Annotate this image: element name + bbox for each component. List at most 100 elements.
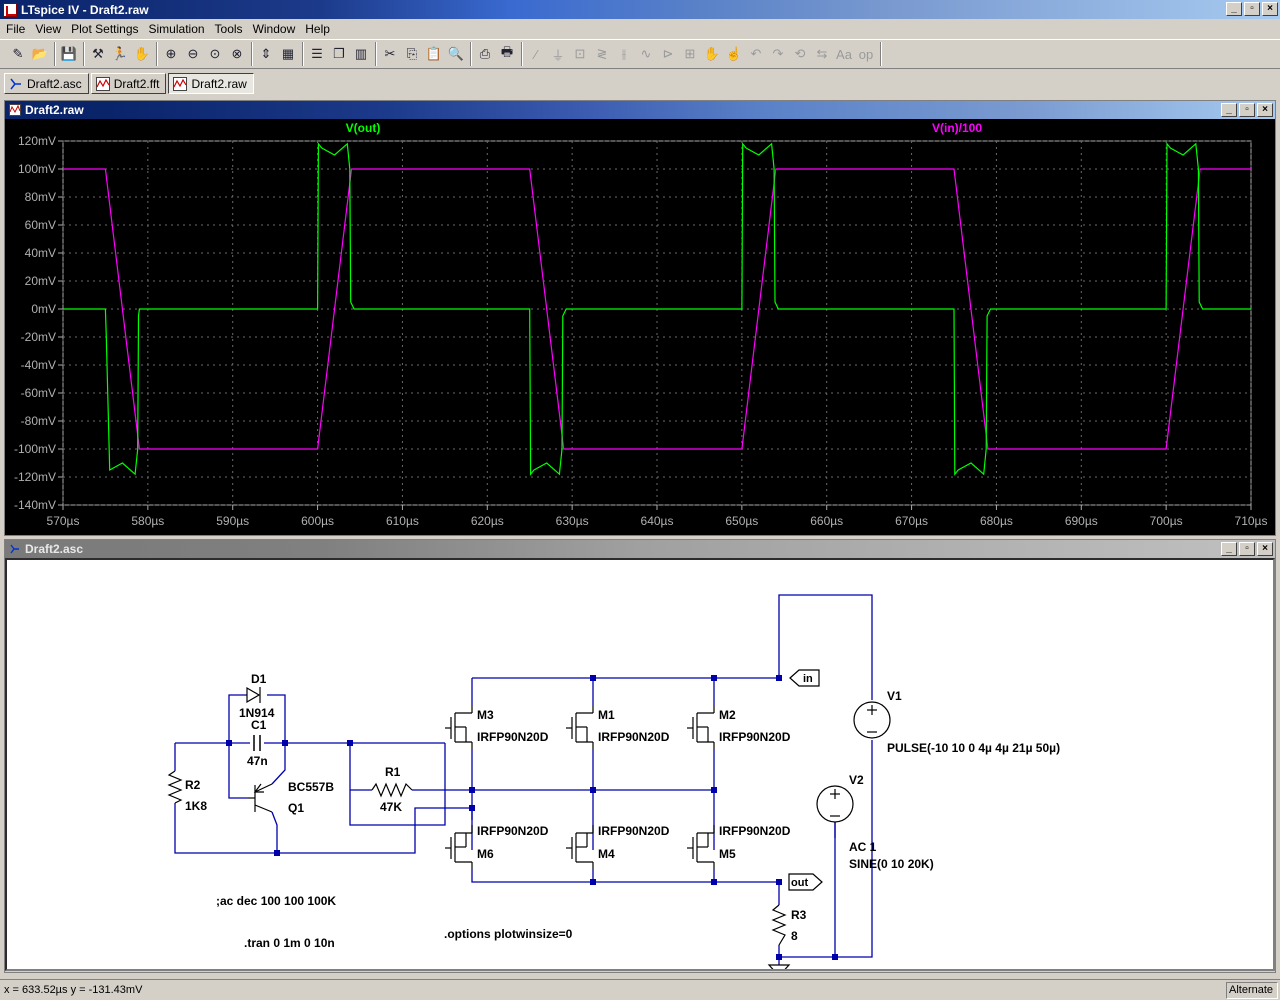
schematic-close-button[interactable]: × — [1257, 542, 1273, 556]
rotate-icon[interactable]: ⟲ — [794, 46, 806, 61]
cascade-icon[interactable]: ❐ — [333, 46, 345, 61]
paste-icon[interactable]: 📋 — [425, 46, 443, 61]
x-tick-label: 600µs — [301, 514, 334, 528]
ac-directive[interactable]: ;ac dec 100 100 100K — [216, 894, 336, 908]
transistor-q1-symbol[interactable] — [248, 783, 273, 813]
zoom-cancel-icon[interactable]: ⊗ — [231, 46, 243, 61]
app-window-controls: _ ▫ × — [1226, 2, 1278, 16]
wire-junctions — [226, 675, 838, 960]
schematic-minimize-button[interactable]: _ — [1221, 542, 1237, 556]
tab-draft2-fft[interactable]: Draft2.fft — [90, 73, 167, 94]
plot-window-title-bar[interactable]: Draft2.raw _ ▫ × — [5, 101, 1275, 119]
tile-vertical-icon[interactable]: ▥ — [354, 46, 368, 61]
restore-button[interactable]: ▫ — [1244, 2, 1260, 16]
schematic-canvas[interactable]: in out D1 1N914 C1 47n R2 1K8 BC557B Q1 … — [5, 558, 1275, 977]
zoom-out-icon[interactable]: ⊖ — [187, 46, 199, 61]
print-setup-icon[interactable]: ⎙ — [479, 46, 491, 61]
text-icon[interactable]: Aa — [836, 46, 852, 62]
mosfet-m2-symbol[interactable] — [687, 705, 715, 750]
tile-horizontal-icon[interactable]: ☰ — [311, 46, 323, 61]
new-schematic-icon[interactable]: ✎ — [12, 46, 24, 61]
run-icon[interactable]: 🏃 — [111, 46, 129, 61]
voltage-source-v1-symbol[interactable] — [853, 701, 891, 739]
zoom-in-icon[interactable]: ⊕ — [165, 46, 177, 61]
mosfet-m6-symbol[interactable] — [445, 825, 473, 870]
plot-maximize-button[interactable]: ▫ — [1239, 103, 1255, 117]
menu-tools[interactable]: Tools — [214, 21, 243, 36]
menu-file[interactable]: File — [6, 21, 26, 36]
copy-icon[interactable]: ⎘ — [406, 46, 418, 61]
mosfet-m1-symbol[interactable] — [566, 705, 594, 750]
print-icon[interactable]: 🖶 — [500, 44, 514, 59]
m2-ref: M2 — [719, 708, 736, 722]
menu-plot-settings[interactable]: Plot Settings — [71, 21, 139, 36]
net-label-out[interactable]: out — [788, 873, 823, 891]
capacitor-icon[interactable]: ⫲ — [621, 46, 627, 61]
tran-directive[interactable]: .tran 0 1m 0 10n — [244, 936, 335, 950]
schematic-window: Draft2.asc _ ▫ × — [4, 539, 1276, 977]
zoom-fit-icon[interactable]: ⊙ — [209, 46, 221, 61]
y-tick-label: -80mV — [21, 414, 56, 428]
menu-window[interactable]: Window — [252, 21, 296, 36]
ground-symbol[interactable] — [767, 964, 791, 977]
y-tick-label: 40mV — [25, 246, 56, 260]
m6-value: IRFP90N20D — [477, 824, 549, 838]
inductor-icon[interactable]: ∿ — [640, 46, 652, 61]
cut-icon[interactable]: ✂ — [384, 46, 396, 61]
mosfet-m3-symbol[interactable] — [445, 705, 473, 750]
mirror-icon[interactable]: ⇆ — [816, 46, 828, 61]
cursor-coordinates: x = 633.52µs y = -131.43mV — [4, 984, 143, 996]
options-directive[interactable]: .options plotwinsize=0 — [444, 927, 573, 941]
save-icon[interactable]: 💾 — [60, 46, 78, 61]
r1-value: 47K — [380, 800, 402, 814]
menu-view[interactable]: View — [35, 21, 62, 36]
schematic-maximize-button[interactable]: ▫ — [1239, 542, 1255, 556]
tab-draft2-asc[interactable]: Draft2.asc — [4, 73, 89, 94]
close-button[interactable]: × — [1262, 2, 1278, 16]
m2-value: IRFP90N20D — [719, 730, 791, 744]
label-icon[interactable]: ⊡ — [574, 46, 586, 61]
mosfet-m5-symbol[interactable] — [687, 825, 715, 870]
move-icon[interactable]: ✋ — [703, 46, 721, 61]
resistor-icon[interactable]: ≷ — [596, 46, 608, 61]
schematic-window-title-bar[interactable]: Draft2.asc _ ▫ × — [5, 540, 1275, 558]
x-tick-label: 630µs — [556, 514, 589, 528]
plot-close-button[interactable]: × — [1257, 103, 1273, 117]
component-icon[interactable]: ⊞ — [684, 46, 696, 61]
tab-draft2-raw[interactable]: Draft2.raw — [168, 73, 254, 94]
toolbar-group: ⇕▦ — [252, 42, 303, 66]
waveform-chart[interactable]: 120mV100mV80mV60mV40mV20mV0mV-20mV-40mV-… — [5, 119, 1275, 535]
autorange-icon[interactable]: ⇕ — [260, 46, 272, 61]
pan-hand-icon[interactable]: ✋ — [133, 46, 151, 61]
r2-ref: R2 — [185, 778, 201, 792]
plot-minimize-button[interactable]: _ — [1221, 103, 1237, 117]
y-tick-label: 60mV — [25, 218, 56, 232]
resistor-r3-symbol[interactable] — [771, 904, 787, 946]
redo-icon[interactable]: ↷ — [772, 46, 784, 61]
hammer-icon[interactable]: ⚒ — [92, 46, 104, 61]
voltage-source-v2-symbol[interactable] — [816, 785, 854, 823]
spice-directive-icon[interactable]: op — [858, 46, 874, 62]
wire-icon[interactable]: ∕ — [534, 46, 538, 62]
diode-icon[interactable]: ⊳ — [662, 46, 674, 61]
menu-help[interactable]: Help — [305, 21, 330, 36]
v2-value2: SINE(0 10 20K) — [849, 857, 934, 871]
ground-icon[interactable]: ⏚ — [551, 47, 565, 63]
open-folder-icon[interactable]: 📂 — [31, 46, 49, 61]
net-label-in[interactable]: in — [789, 669, 820, 687]
undo-icon[interactable]: ↶ — [750, 46, 762, 61]
mosfet-m4-symbol[interactable] — [566, 825, 594, 870]
drag-icon[interactable]: ☝ — [725, 46, 743, 61]
find-icon[interactable]: 🔍 — [447, 46, 465, 61]
grid-icon[interactable]: ▦ — [281, 46, 295, 61]
diode-d1-symbol[interactable] — [246, 686, 261, 704]
x-tick-label: 610µs — [386, 514, 419, 528]
resistor-r2-symbol[interactable] — [167, 770, 183, 804]
menu-simulation[interactable]: Simulation — [148, 21, 205, 36]
resistor-r1-symbol[interactable] — [371, 782, 413, 798]
toolbar-group: ⎙🖶 — [471, 42, 522, 66]
capacitor-c1-symbol[interactable] — [253, 735, 261, 751]
schematic-drawing[interactable]: in out D1 1N914 C1 47n R2 1K8 BC557B Q1 … — [7, 560, 1273, 977]
minimize-button[interactable]: _ — [1226, 2, 1242, 16]
